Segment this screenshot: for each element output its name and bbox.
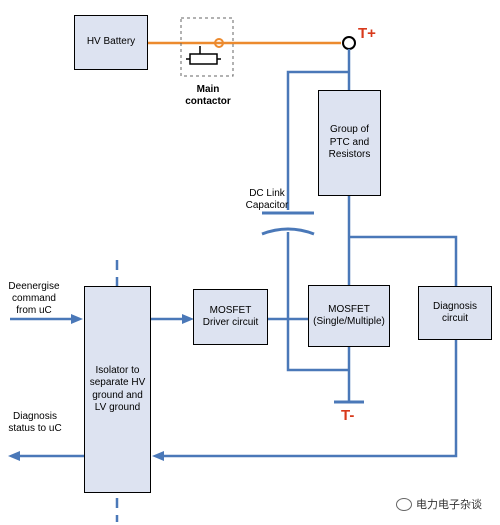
watermark-text: 电力电子杂谈: [416, 499, 482, 511]
hv-battery-label: HV Battery: [86, 36, 136, 48]
status-arrow-icon: [8, 451, 20, 461]
isolator-label: Isolator to separate HV ground and LV gr…: [89, 364, 146, 414]
diagnosis-circuit-label: Diagnosis circuit: [433, 300, 477, 325]
t-plus-terminal: [342, 36, 356, 50]
ptc-group-label: Group of PTC and Resistors: [328, 124, 371, 161]
dc-link-label: DC Link Capacitor: [245, 188, 289, 211]
main-contactor-label: Main contactor: [185, 84, 231, 107]
contactor-pivot: [214, 38, 224, 48]
isolator-block: Isolator to separate HV ground and LV gr…: [84, 286, 151, 493]
watermark: 电力电子杂谈: [396, 496, 482, 512]
mosfet-block: MOSFET (Single/Multiple): [308, 285, 390, 347]
mosfet-label: MOSFET (Single/Multiple): [313, 303, 385, 328]
deenergise-arrow-icon: [71, 314, 83, 324]
diagnosis-circuit-block: Diagnosis circuit: [418, 286, 492, 340]
t-plus-label: T+: [358, 25, 376, 42]
ptc-group-block: Group of PTC and Resistors: [318, 90, 381, 196]
blue-wires: [10, 49, 458, 458]
diagnosis-status-label: Diagnosis status to uC: [8, 411, 62, 434]
mosfet-driver-block: MOSFET Driver circuit: [193, 289, 268, 345]
contactor-coil-icon: [189, 53, 218, 65]
hv-battery-block: HV Battery: [74, 15, 148, 70]
driver-arrow-icon: [182, 314, 194, 324]
wechat-icon: [396, 497, 412, 511]
deenergise-label: Deenergise command from uC: [8, 281, 60, 316]
capacitor-plate-bottom: [261, 227, 315, 236]
diagnosis-return-arrow-icon: [152, 451, 164, 461]
mosfet-driver-label: MOSFET Driver circuit: [202, 304, 259, 329]
t-minus-label: T-: [341, 407, 355, 424]
main-contactor-frame: [180, 17, 234, 77]
